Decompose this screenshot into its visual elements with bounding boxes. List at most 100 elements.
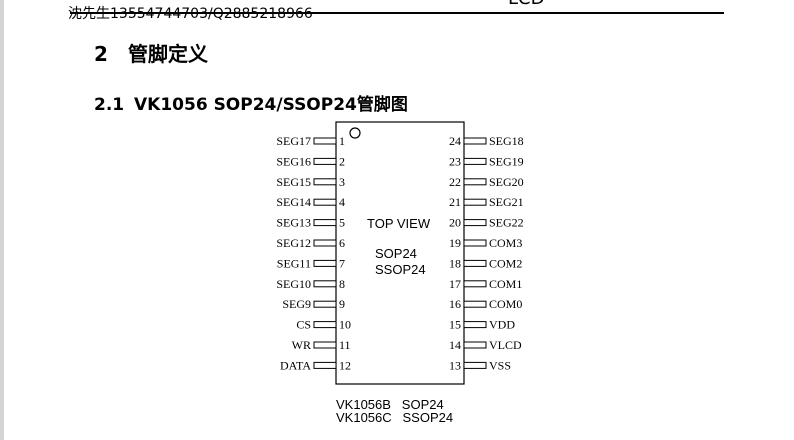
pin-name: SEG20 [489,175,524,189]
pin-name: SEG10 [276,277,311,291]
header-rule [70,12,724,14]
note-model: VK1056B [336,397,391,412]
pin-number: 22 [449,175,461,189]
pin-number: 6 [339,236,345,250]
pin-lead [463,137,487,145]
subsection-number: 2.1 [94,95,125,115]
right-pin: SEG19 23 [449,154,524,168]
left-pin: SEG12 6 [276,236,345,250]
pin-number: 23 [449,154,461,168]
pin-lead [463,198,487,206]
pin-number: 15 [449,318,461,332]
pin-number: 18 [449,256,461,270]
pin-number: 4 [339,195,345,209]
section-number: 2 [94,42,108,66]
left-pin: SEG14 4 [276,195,345,209]
right-pin: COM0 16 [449,297,522,311]
pin-number: 19 [449,236,461,250]
left-pin: SEG17 1 [276,134,345,148]
left-pin: SEG16 2 [276,154,345,168]
pin-lead [463,259,487,267]
section-heading: 2 管脚定义 [94,38,208,67]
right-pin: COM3 19 [449,236,522,250]
chip-body [335,121,465,385]
pin-name: SEG13 [276,216,311,230]
pin-name: VLCD [489,338,522,352]
note-package: SSOP24 [402,410,454,425]
pin-number: 11 [339,338,351,352]
top-view-label: TOP VIEW [367,216,431,231]
header-title-fragment: LCD [508,0,544,9]
pin-lead [463,300,487,308]
pin-name: SEG11 [277,256,311,270]
pin-name: DATA [280,358,311,372]
pin-lead [313,157,337,165]
pin-lead [463,321,487,329]
pin-lead [313,321,337,329]
pin-lead [313,137,337,145]
pin-lead [313,259,337,267]
pin-lead [463,361,487,369]
pin-name: SEG22 [489,216,524,230]
pin-lead [463,239,487,247]
scrollbar[interactable] [0,0,4,440]
left-pin: WR 11 [292,338,351,352]
pin-number: 1 [339,134,345,148]
note-package: SOP24 [401,397,444,412]
pin-lead [313,361,337,369]
pin-lead [313,198,337,206]
pin-number: 5 [339,216,345,230]
pin-number: 20 [449,216,461,230]
pin-name: SEG19 [489,154,524,168]
pin-lead [463,280,487,288]
pin-number: 21 [449,195,461,209]
pin-name: SEG17 [276,134,311,148]
pin-lead [463,178,487,186]
pin-name: SEG16 [276,154,311,168]
left-pin: SEG11 7 [277,256,345,270]
pin-lead [463,341,487,349]
pin-name: SEG18 [489,134,524,148]
pin-number: 7 [339,256,345,270]
pin-lead [313,280,337,288]
pin1-marker [349,127,361,139]
pin-lead [313,219,337,227]
pin-name: SEG15 [276,175,311,189]
pin-name: COM0 [489,297,522,311]
right-pin: SEG22 20 [449,216,524,230]
pin-name: COM2 [489,256,522,270]
pin-name: SEG12 [276,236,311,250]
pin-number: 17 [449,277,461,291]
note-model: VK1056C [336,410,392,425]
package-label-sop24: SOP24 [375,246,417,261]
right-pin: COM2 18 [449,256,522,270]
pin-number: 10 [339,318,351,332]
pin-number: 12 [339,358,351,372]
pin-lead [463,219,487,227]
pin-name: SEG14 [276,195,311,209]
pin-number: 13 [449,358,461,372]
pin-lead [313,341,337,349]
pin-name: SEG21 [489,195,524,209]
pin-name: COM3 [489,236,522,250]
pin-number: 16 [449,297,461,311]
package-label-ssop24: SSOP24 [375,262,426,277]
right-pin: SEG20 22 [449,175,524,189]
pin-number: 9 [339,297,345,311]
pin-number: 2 [339,154,345,168]
pin-lead [313,239,337,247]
section-title: 管脚定义 [128,42,208,66]
pin-lead [313,178,337,186]
left-pin: DATA 12 [280,358,351,372]
subsection-title: VK1056 SOP24/SSOP24管脚图 [134,95,408,115]
pin-name: WR [292,338,311,352]
